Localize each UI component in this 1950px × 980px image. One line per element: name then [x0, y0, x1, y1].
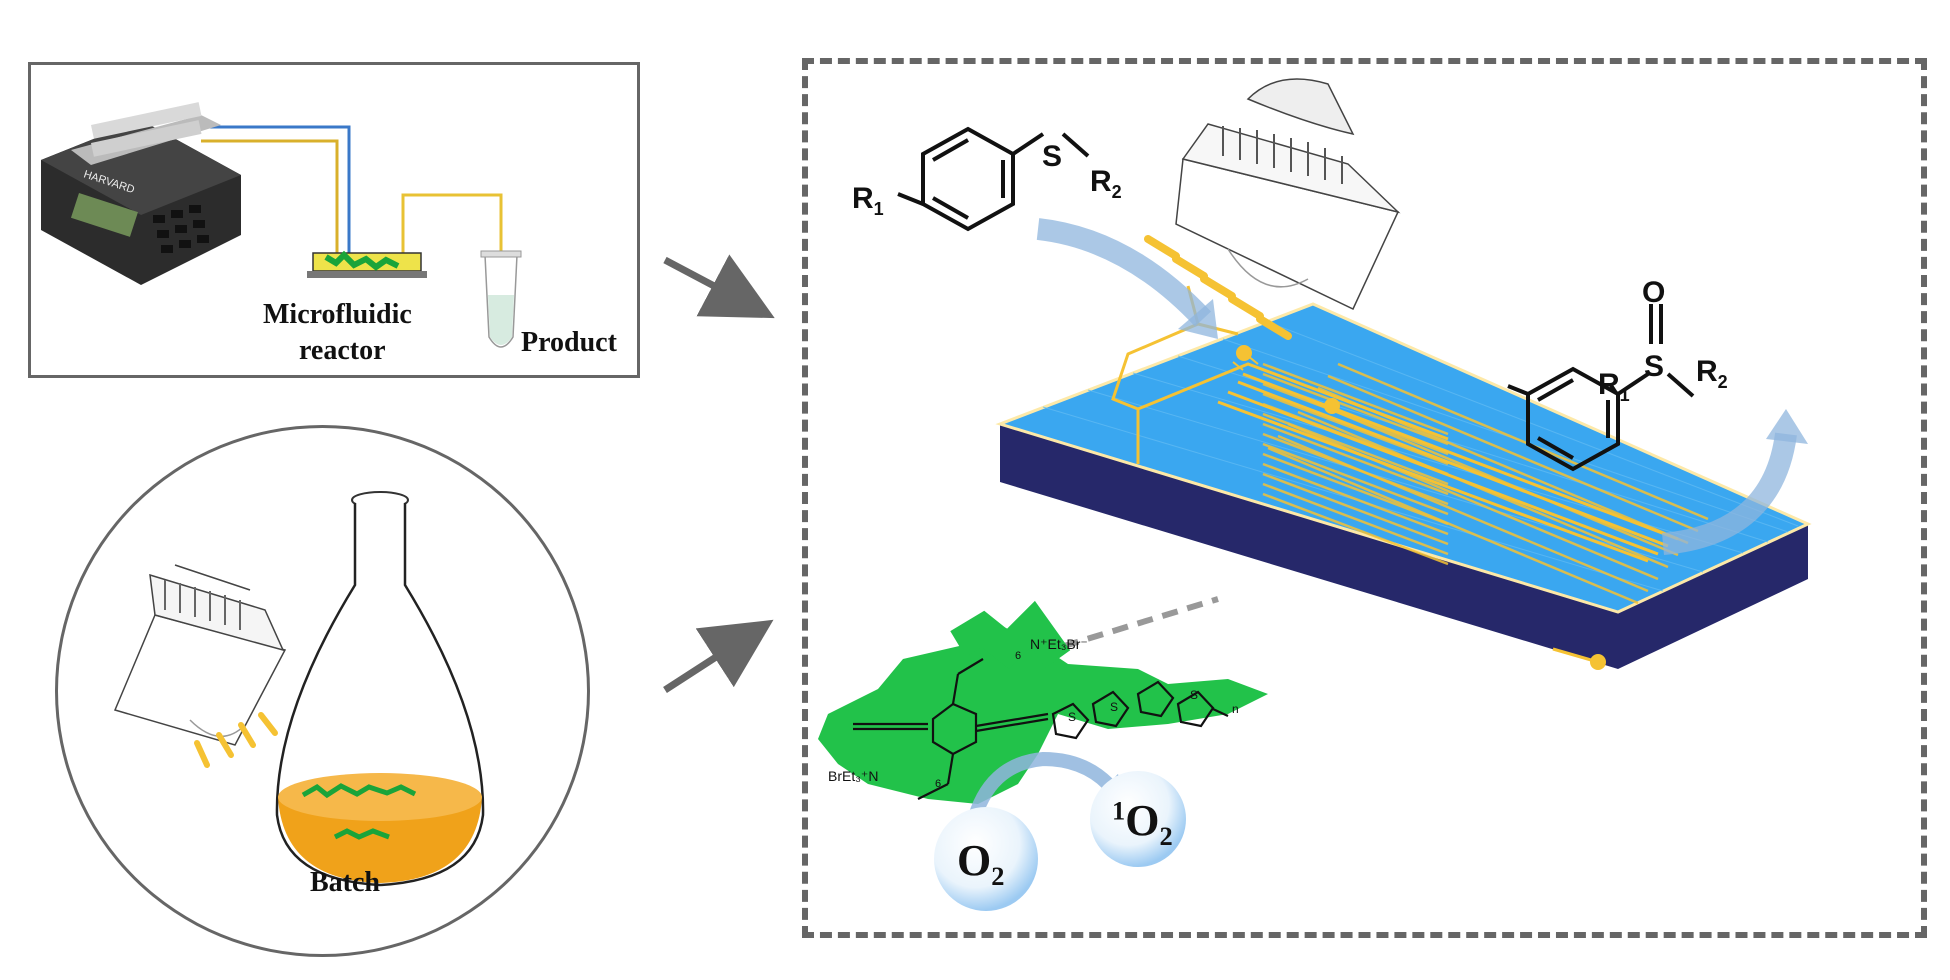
inlet-port-2 [1324, 398, 1340, 414]
singlet-o2-label: 1O2 [1112, 795, 1173, 851]
zoom-dashed-line [1037, 596, 1219, 657]
batch-panel [55, 425, 590, 957]
product-o: O [1642, 276, 1666, 309]
thiophene-s-2: S [1110, 700, 1119, 714]
light-rays [194, 712, 278, 768]
polymer-repeat-bottom: 6 [935, 778, 942, 790]
o2-label: O2 [957, 836, 1005, 891]
product-curved-arrow [1661, 432, 1797, 555]
thiophene-s-1: S [1068, 710, 1077, 724]
microreactor-chip [995, 285, 1812, 670]
light-rays-reactor [1144, 235, 1292, 340]
reaction-illustration [818, 78, 1812, 911]
thiophene-s-3: S [1190, 688, 1199, 702]
lamp-icon [113, 564, 287, 746]
reactant-curved-arrow [1036, 218, 1212, 327]
yellow-tubing-inlet [201, 139, 339, 255]
batch-illustration [113, 491, 485, 887]
polymer-backbone [853, 658, 1229, 800]
yellow-tubing-outlet [401, 193, 503, 255]
polymer-top-chain: N⁺Et₃Br⁻ [1030, 636, 1088, 652]
arrow-flow-to-reactor [663, 254, 775, 319]
product-r1: R1 [1598, 368, 1630, 405]
polymer-n: n [1232, 702, 1239, 716]
microfluidic-label: Microfluidic [263, 299, 412, 330]
syringe-pump: HARVARD [41, 102, 241, 285]
reactor-label: reactor [299, 335, 386, 366]
reactant-s: S [1042, 140, 1063, 173]
product-tube [480, 250, 522, 348]
product-structure [1507, 304, 1695, 472]
serpentine-channel [1217, 372, 1679, 563]
product-r2: R2 [1696, 355, 1728, 392]
polymer-repeat-top: 6 [1015, 650, 1022, 662]
inlet-port-1 [1236, 345, 1252, 361]
product-s: S [1644, 350, 1665, 383]
batch-label: Batch [310, 867, 380, 898]
reactant-structure [897, 126, 1090, 232]
singlet-o2-bubble [1090, 771, 1186, 867]
reactant-r2: R2 [1090, 165, 1122, 202]
flow-setup-illustration: HARVARD [41, 102, 522, 348]
reactant-r1: R1 [852, 182, 884, 219]
reaction-panel [802, 58, 1927, 938]
connector-arrows [663, 254, 775, 693]
o2-bubble [934, 807, 1038, 911]
arrow-batch-to-reactor [663, 619, 774, 693]
blue-tubing [201, 125, 351, 255]
flow-setup-panel: HARVARD Microfluidic reactor Product [28, 62, 640, 378]
lamp-icon-large [1175, 78, 1401, 311]
oxygen-conversion-arrow [966, 751, 1113, 826]
erlenmeyer-flask [275, 491, 485, 887]
product-label: Product [521, 327, 617, 358]
polymer-bottom-chain: BrEt₃⁺N [828, 768, 879, 784]
microfluidic-chip [307, 250, 427, 278]
